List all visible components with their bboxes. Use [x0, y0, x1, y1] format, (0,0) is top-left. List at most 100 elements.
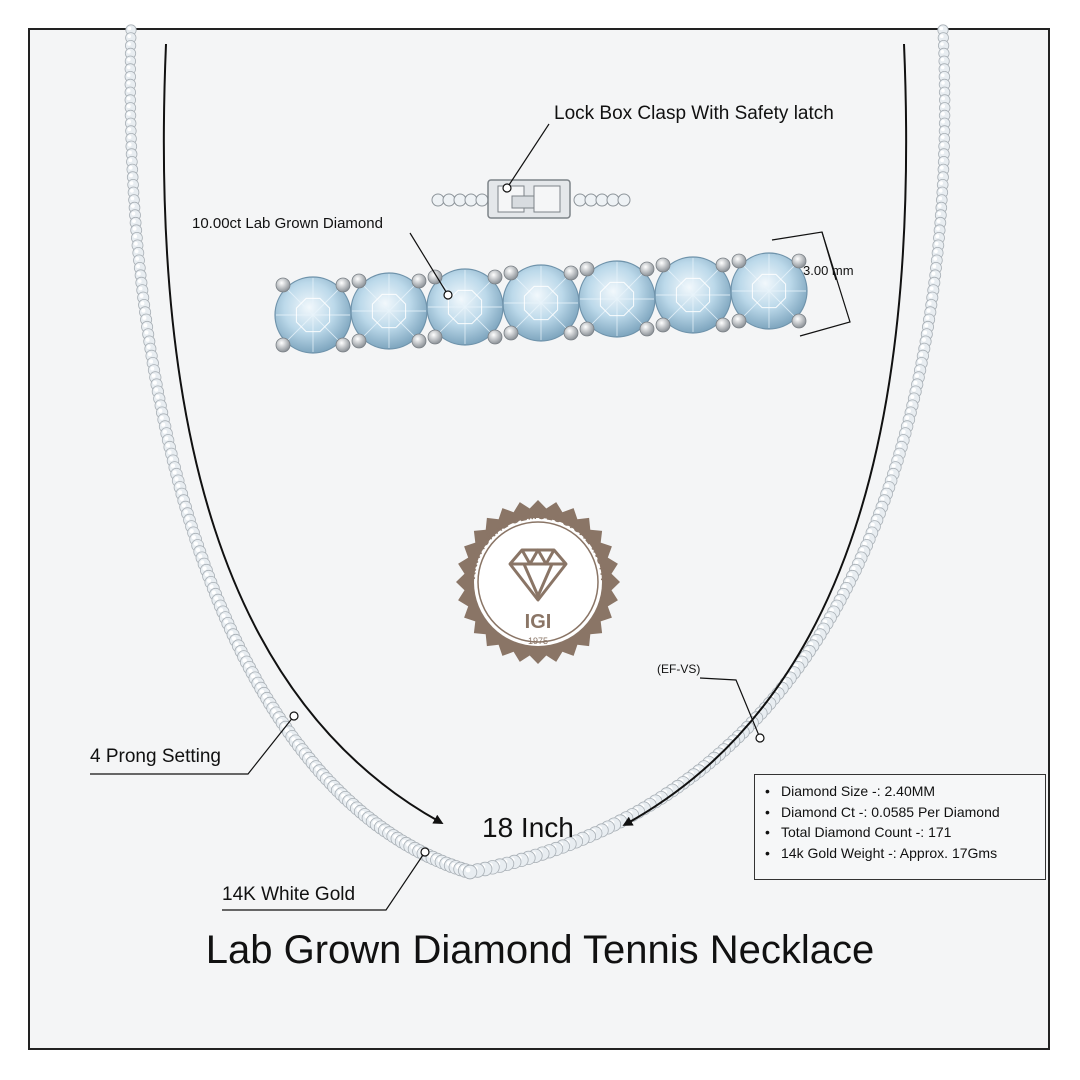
chain-stone-sparkle — [166, 443, 170, 448]
prong — [275, 337, 291, 353]
clasp-link-stone — [464, 193, 478, 207]
chain-stone-sparkle — [845, 578, 850, 583]
chain-stone-sparkle — [940, 42, 944, 46]
chain-stone-sparkle — [938, 188, 943, 193]
chain-stone-sparkle — [868, 529, 873, 534]
chain-stone-sparkle — [928, 293, 933, 298]
chain-stone-sparkle — [941, 81, 945, 85]
chain-stone-sparkle — [143, 323, 148, 328]
chain-stone-sparkle — [129, 173, 133, 178]
closeup-diamond — [654, 256, 732, 334]
chain-stone-sparkle — [836, 596, 841, 601]
chain-stone-sparkle — [149, 359, 154, 364]
prong — [715, 257, 731, 273]
chain-stone-sparkle — [234, 642, 239, 647]
chain-stone-sparkle — [126, 73, 131, 77]
chain-stone-sparkle — [940, 34, 944, 38]
clasp-link-stone — [606, 193, 620, 207]
chain-stone-sparkle — [140, 301, 145, 306]
chain-stone-sparkle — [932, 264, 937, 269]
prong — [503, 325, 519, 341]
chain-stone-sparkle — [150, 366, 155, 371]
chain-stone-sparkle — [891, 463, 896, 468]
clasp-link-stone — [584, 193, 598, 207]
chain-stone-sparkle — [940, 150, 945, 155]
chain-stone-sparkle — [941, 112, 945, 116]
chain-stone-sparkle — [899, 436, 904, 441]
chain-stone-sparkle — [930, 279, 935, 283]
chain-stone-sparkle — [139, 293, 144, 298]
chain-stone-sparkle — [940, 57, 945, 62]
chain-stone-sparkle — [916, 366, 921, 371]
chain-stone-sparkle — [226, 625, 231, 630]
chain-stone-sparkle — [189, 529, 194, 534]
chain-stone-sparkle — [248, 668, 253, 674]
clasp-link-stone — [595, 193, 609, 207]
chain-stone-sparkle — [239, 652, 245, 658]
chain-stone-sparkle — [936, 226, 940, 231]
closeup-diamond — [274, 276, 352, 354]
chain-stone-sparkle — [216, 602, 221, 607]
seal-year-text: 1975 — [528, 636, 548, 646]
chain-stone-sparkle — [137, 271, 141, 276]
chain-stone-sparkle — [917, 359, 922, 364]
chain-stone-sparkle — [229, 630, 234, 636]
chain-stone-sparkle — [880, 496, 885, 501]
chain-stone-sparkle — [935, 234, 940, 239]
chain-stone-sparkle — [185, 516, 190, 521]
chain-stone-sparkle — [128, 150, 132, 155]
chain-stone-sparkle — [920, 345, 925, 349]
chain-stone-sparkle — [191, 535, 196, 540]
prong — [487, 329, 503, 345]
chain-stone-sparkle — [926, 308, 931, 313]
width-dimension-bracket — [771, 231, 851, 337]
chain-stone-sparkle — [129, 181, 134, 186]
chain-stone-sparkle — [893, 456, 898, 461]
chain-stone-sparkle — [164, 436, 169, 441]
chain-stone-sparkle — [181, 503, 186, 508]
chain-stone-sparkle — [127, 42, 131, 46]
clasp-link-stone — [442, 193, 456, 207]
chain-stone-sparkle — [156, 401, 161, 406]
chain-stone-sparkle — [862, 541, 867, 546]
chain-stone-sparkle — [172, 470, 177, 475]
setting-label: 4 Prong Setting — [90, 746, 221, 767]
chain-stone-sparkle — [901, 429, 906, 434]
chain-stone-sparkle — [126, 65, 131, 70]
spec-item: Total Diamond Count -: 171 — [763, 822, 1037, 843]
chain-stone-sparkle — [923, 330, 928, 335]
chain-stone-sparkle — [169, 456, 174, 461]
prong-callout-dot — [289, 711, 299, 721]
chain-stone-sparkle — [829, 608, 834, 613]
chain-stone-sparkle — [126, 104, 131, 109]
prong — [655, 257, 671, 273]
chain-stone-sparkle — [921, 337, 926, 342]
chain-stone — [462, 864, 478, 880]
chain-stone-sparkle — [259, 689, 265, 694]
chain-stone-sparkle — [889, 470, 894, 475]
chain-stone-sparkle — [231, 636, 236, 641]
prong — [655, 317, 671, 333]
clasp-link-stone — [617, 193, 631, 207]
prong — [639, 321, 655, 337]
chain-stone-sparkle — [941, 96, 945, 101]
chain-stone-sparkle — [941, 119, 945, 124]
chain-stone-sparkle — [242, 658, 247, 663]
chain-stone-sparkle — [131, 211, 136, 216]
closeup-diamond — [502, 264, 580, 342]
diamond-callout-line — [409, 232, 449, 296]
chain-stone-sparkle — [885, 483, 890, 488]
width-label: 3.00 mm — [803, 263, 854, 278]
chain-stone-sparkle — [937, 204, 942, 208]
chain-stone-sparkle — [826, 613, 831, 619]
chain-stone-sparkle — [147, 352, 152, 357]
prong — [715, 317, 731, 333]
chain-stone-sparkle — [895, 450, 900, 455]
prong — [411, 333, 427, 349]
chain-stone-sparkle — [178, 490, 183, 495]
chain-stone-sparkle — [910, 394, 915, 399]
chain-stone-sparkle — [939, 173, 944, 178]
prong — [351, 333, 367, 349]
chain-stone-sparkle — [870, 522, 875, 527]
clasp-label: Lock Box Clasp With Safety latch — [554, 103, 834, 124]
